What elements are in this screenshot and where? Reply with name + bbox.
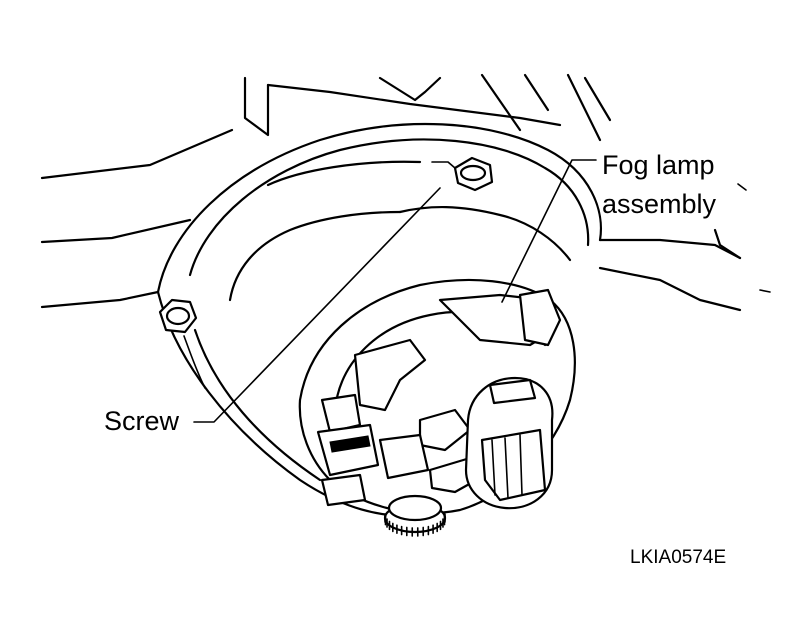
screw-lower bbox=[158, 298, 206, 389]
bulb-socket bbox=[464, 376, 554, 510]
connector-cluster bbox=[316, 393, 430, 507]
leader-lines bbox=[193, 159, 597, 423]
aiming-knob bbox=[383, 494, 447, 537]
fog-lamp-label-line1: Fog lamp bbox=[602, 150, 715, 180]
fog-lamp-label-line2: assembly bbox=[602, 189, 717, 219]
fog-lamp-leader bbox=[501, 159, 597, 303]
bumper-fascia bbox=[40, 73, 771, 312]
screw-label: Screw bbox=[104, 406, 180, 436]
fog-lamp-bezel bbox=[156, 122, 602, 517]
screw-upper bbox=[431, 156, 494, 192]
screw-leader bbox=[193, 187, 441, 423]
figure-code: LKIA0574E bbox=[630, 547, 726, 568]
